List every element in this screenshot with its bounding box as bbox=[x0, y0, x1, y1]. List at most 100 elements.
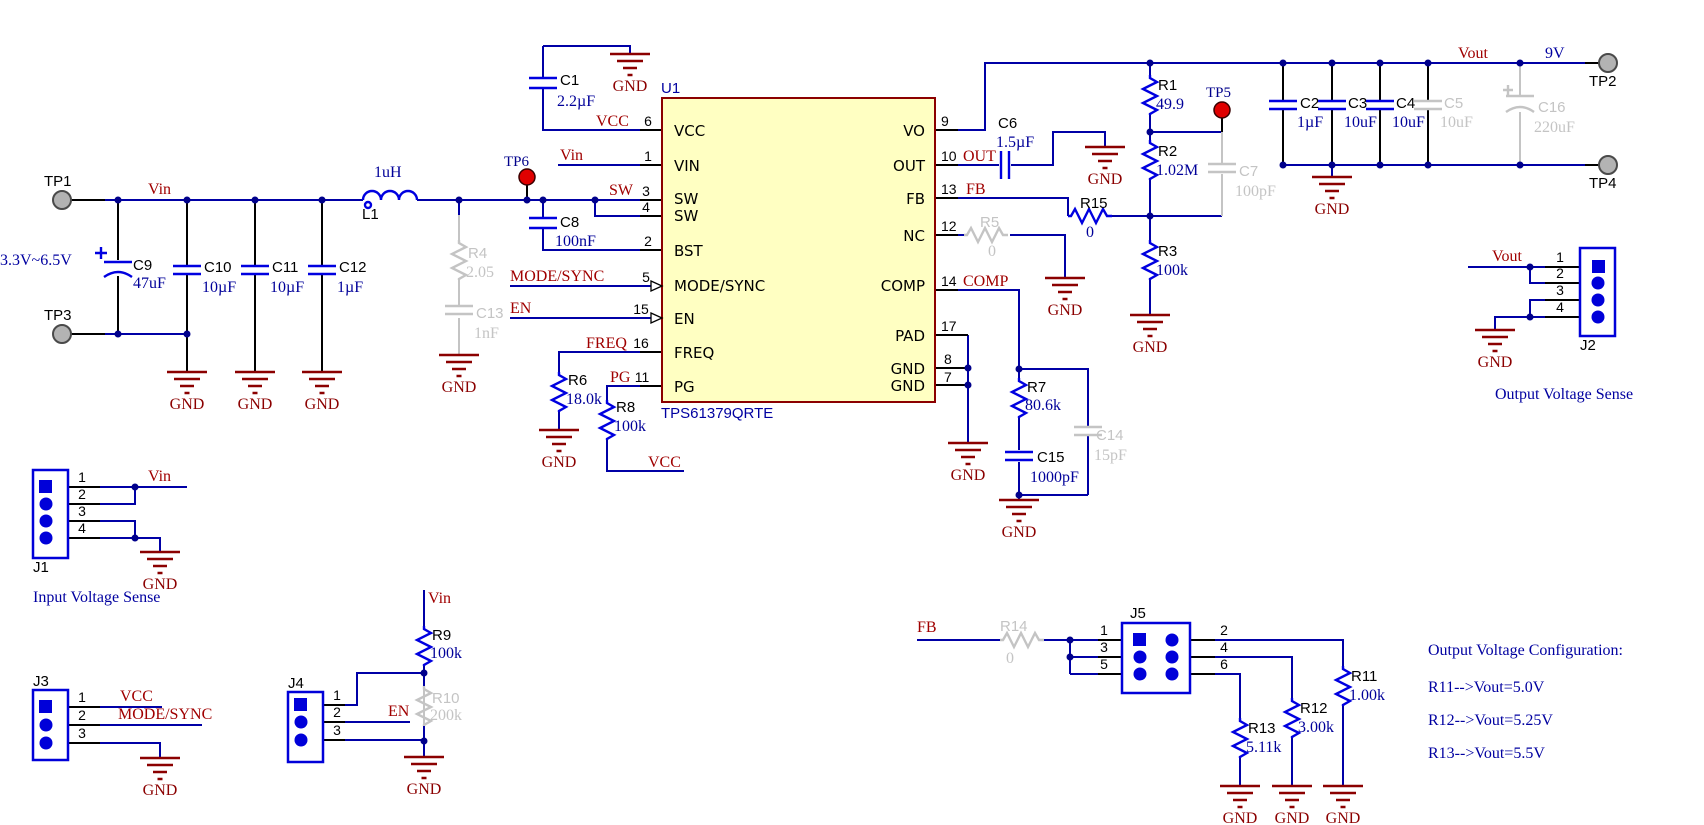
resistor-R6[interactable]: R6 18.0k bbox=[549, 372, 602, 413]
capacitor-C14[interactable]: C14 15pF bbox=[1074, 425, 1127, 464]
notes-line-r13: R13-->Vout=5.5V bbox=[1428, 745, 1545, 762]
net-label-sw: SW bbox=[609, 182, 634, 199]
pin-num-11: 11 bbox=[635, 369, 650, 385]
resistor-R3[interactable]: R3 100k bbox=[1140, 240, 1188, 281]
resistor-R8[interactable]: R8 100k bbox=[597, 399, 646, 441]
ref: C6 bbox=[998, 115, 1017, 132]
capacitor-C15[interactable]: C15 1000pF bbox=[1005, 449, 1079, 486]
connector-body[interactable] bbox=[286, 690, 325, 764]
testpoint-TP5[interactable]: TP5 bbox=[1206, 85, 1231, 119]
pin-name-comp: COMP bbox=[881, 277, 925, 295]
capacitor-C7[interactable]: C7 100pF bbox=[1208, 132, 1276, 216]
net-label-en: EN bbox=[510, 300, 532, 317]
resistor-R1[interactable]: R1 49.9 bbox=[1140, 75, 1184, 116]
resistor-R11[interactable]: R11 1.00k bbox=[1333, 666, 1385, 707]
pin1-square bbox=[1592, 260, 1605, 273]
resistor-symbol bbox=[1230, 718, 1250, 759]
cap-plus bbox=[95, 247, 107, 259]
connector-body[interactable] bbox=[31, 688, 70, 762]
gnd-label: GND bbox=[1326, 810, 1361, 825]
capacitor-C4[interactable]: C4 10uF bbox=[1366, 95, 1425, 131]
value: 1µF bbox=[1297, 114, 1323, 131]
ref: R8 bbox=[616, 399, 635, 416]
tp-pad[interactable] bbox=[52, 190, 72, 210]
value: 1µF bbox=[337, 279, 363, 296]
resistor-R12[interactable]: R12 3.00k bbox=[1282, 698, 1334, 739]
resistor-R5[interactable]: R5 0 bbox=[964, 214, 1008, 260]
resistor-R10[interactable]: R10 200k bbox=[414, 686, 462, 727]
notes-line-r11: R11-->Vout=5.0V bbox=[1428, 679, 1545, 696]
capacitor-C12[interactable]: C12 1µF bbox=[308, 259, 367, 296]
pin-name-sw4: SW bbox=[674, 207, 699, 225]
gnd-label: GND bbox=[1478, 354, 1513, 371]
pin-num: 3 bbox=[1556, 282, 1564, 298]
ic-body[interactable] bbox=[661, 97, 936, 403]
connector-J1[interactable]: J1 1 2 3 4 Input Voltage Sense bbox=[31, 468, 160, 606]
ref: R5 bbox=[980, 214, 999, 231]
ic-U1[interactable]: U1 TPS61379QRTE VCC VIN SW SW BST MODE/S… bbox=[633, 80, 957, 422]
testpoint-TP1[interactable]: TP1 bbox=[44, 173, 72, 210]
tp-pad[interactable] bbox=[52, 324, 72, 344]
gnd-symbol-j1: GND bbox=[140, 550, 180, 593]
value: 1nF bbox=[474, 325, 499, 342]
capacitor-C11[interactable]: C11 10µF bbox=[241, 259, 304, 296]
capacitor-C9[interactable]: C9 47uF bbox=[95, 247, 166, 292]
value: 3.00k bbox=[1298, 719, 1334, 736]
net-label-vcc-j3: VCC bbox=[120, 688, 153, 705]
gnd-symbol-outputcaps: GND bbox=[1312, 175, 1352, 218]
resistor-R13[interactable]: R13 5.11k bbox=[1230, 718, 1281, 759]
capacitor-C16[interactable]: C16 220uF bbox=[1503, 85, 1575, 136]
connector-body[interactable] bbox=[1578, 246, 1617, 338]
tp-pad[interactable] bbox=[518, 168, 536, 186]
pin-num-15: 15 bbox=[633, 301, 649, 317]
value: 2.05 bbox=[466, 264, 494, 281]
testpoint-TP3[interactable]: TP3 bbox=[44, 307, 72, 344]
tp-pad[interactable] bbox=[1213, 101, 1231, 119]
capacitor-C2[interactable]: C2 1µF bbox=[1269, 95, 1323, 131]
pin-name-freq: FREQ bbox=[674, 344, 714, 362]
tp-pad[interactable] bbox=[1598, 53, 1618, 73]
value: 10µF bbox=[270, 279, 304, 296]
testpoint-TP6[interactable]: TP6 bbox=[504, 154, 536, 186]
value: 10µF bbox=[202, 279, 236, 296]
wire-comp-r7-c15 bbox=[958, 289, 1089, 500]
testpoint-TP2[interactable]: TP2 bbox=[1589, 53, 1618, 90]
resistor-symbol bbox=[414, 686, 434, 727]
connector-J2[interactable]: J2 1 2 3 4 Output Voltage Sense bbox=[1495, 246, 1633, 403]
inductor-L1[interactable]: 1uH L1 bbox=[361, 164, 419, 223]
ref: L1 bbox=[362, 206, 379, 223]
connector-body[interactable] bbox=[1120, 621, 1192, 695]
cap-symbol bbox=[1208, 162, 1236, 174]
capacitor-C8[interactable]: C8 100nF bbox=[529, 214, 596, 250]
resistor-R7[interactable]: R7 80.6k bbox=[1009, 378, 1061, 419]
resistor-symbol bbox=[1068, 206, 1112, 226]
resistor-R9[interactable]: R9 100k bbox=[414, 626, 462, 667]
resistor-R2[interactable]: R2 1.02M bbox=[1140, 140, 1198, 181]
capacitor-C10[interactable]: C10 10µF bbox=[173, 259, 236, 296]
connector-J5[interactable]: J5 1 3 5 2 4 6 bbox=[1100, 605, 1228, 695]
connector-J3[interactable]: J3 1 2 3 bbox=[31, 673, 86, 762]
testpoint-TP4[interactable]: TP4 bbox=[1589, 155, 1618, 192]
junction-dots bbox=[114, 59, 1534, 745]
capacitor-C5[interactable]: C5 10uF bbox=[1414, 95, 1473, 131]
capacitor-C3[interactable]: C3 10uF bbox=[1318, 95, 1377, 131]
cap-symbol bbox=[308, 264, 336, 276]
capacitor-C1[interactable]: C1 2.2µF bbox=[529, 72, 595, 110]
capacitor-C6[interactable]: C6 1.5µF bbox=[996, 115, 1034, 179]
pin1-square bbox=[39, 700, 52, 713]
tp-pad[interactable] bbox=[1598, 155, 1618, 175]
ref: C15 bbox=[1037, 449, 1065, 466]
connector-body[interactable] bbox=[31, 468, 70, 560]
ref: R14 bbox=[1000, 618, 1028, 635]
connector-J4[interactable]: J4 1 2 3 bbox=[286, 675, 341, 764]
pin-num: 3 bbox=[78, 725, 86, 741]
capacitor-C13[interactable]: C13 1nF bbox=[445, 304, 504, 342]
pin6-circle bbox=[1165, 667, 1179, 681]
resistor-R15[interactable]: R15 0 bbox=[1068, 195, 1112, 241]
resistor-R14[interactable]: R14 0 bbox=[1000, 618, 1044, 667]
cap-symbol bbox=[103, 260, 133, 278]
resistor-R4[interactable]: R4 2.05 bbox=[449, 240, 494, 281]
resistor-symbol bbox=[1009, 378, 1029, 419]
cap-symbol bbox=[241, 264, 269, 276]
wire-j1 bbox=[100, 486, 187, 552]
